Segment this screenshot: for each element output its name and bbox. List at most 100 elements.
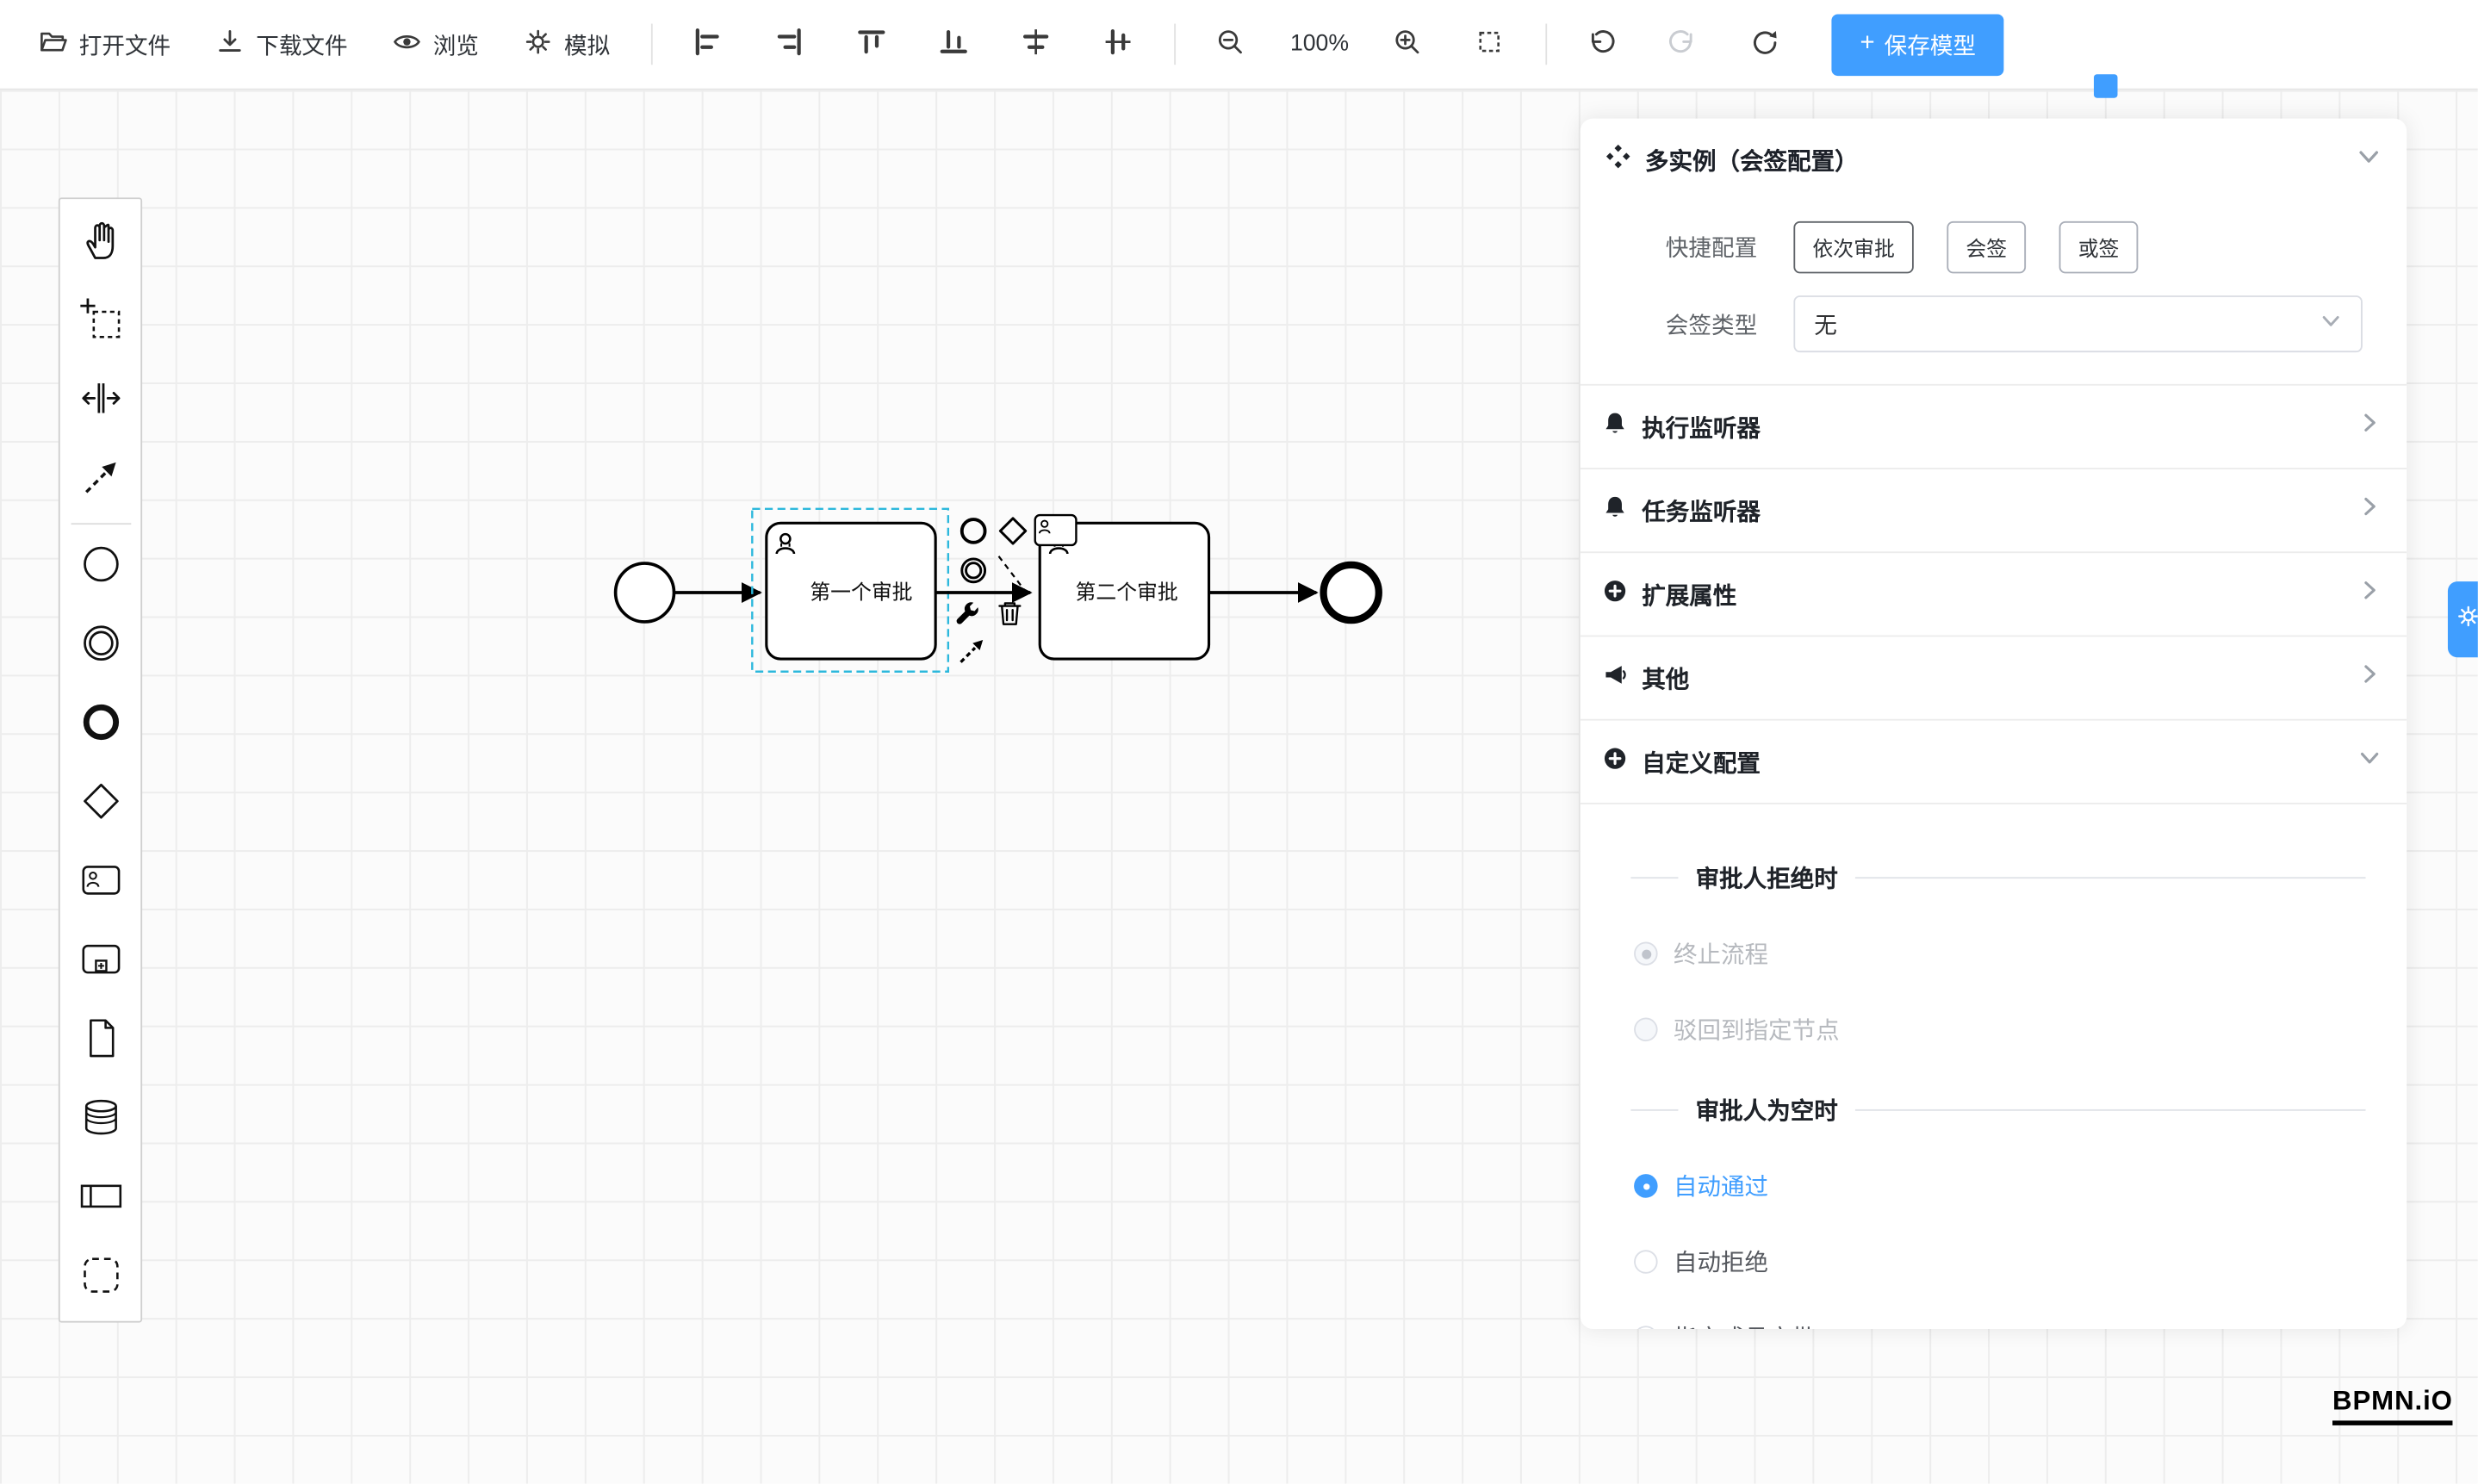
global-connect-tool[interactable]	[64, 441, 136, 520]
create-end-event[interactable]	[64, 686, 136, 765]
user-task-icon	[775, 532, 796, 555]
row-task-listener[interactable]: 任务监听器	[1580, 468, 2407, 551]
align-center-vertical-icon	[1101, 25, 1134, 63]
folder-open-icon	[38, 26, 68, 62]
align-bottom-button[interactable]	[922, 19, 984, 70]
download-icon	[215, 26, 245, 62]
radio-icon	[1634, 1017, 1658, 1042]
radio-designated-member[interactable]: 指定成员审批	[1630, 1321, 2365, 1329]
align-center-vertical-button[interactable]	[1085, 19, 1148, 70]
sign-type-select[interactable]: 无	[1793, 295, 2363, 353]
hand-icon	[77, 215, 124, 270]
create-user-task[interactable]	[64, 844, 136, 923]
radio-terminate-process[interactable]: 终止流程	[1630, 937, 2365, 971]
align-center-horizontal-icon	[1018, 25, 1052, 63]
row-label: 扩展属性	[1642, 582, 1737, 610]
append-gateway-icon[interactable]	[997, 515, 1029, 551]
task-second-label: 第二个审批	[1076, 581, 1178, 604]
settings-gear-icon	[2456, 603, 2478, 636]
create-intermediate-event[interactable]	[64, 607, 136, 686]
align-top-button[interactable]	[839, 19, 902, 70]
panel-toggle-button[interactable]	[2093, 74, 2118, 98]
quick-option-sequential[interactable]: 依次审批	[1793, 220, 1914, 274]
radio-auto-pass[interactable]: 自动通过	[1630, 1170, 2365, 1203]
eye-icon	[392, 26, 422, 62]
row-execution-listener[interactable]: 执行监听器	[1580, 383, 2407, 468]
quick-option-countersign[interactable]: 会签	[1947, 220, 2027, 274]
plus-circle-icon	[1602, 578, 1627, 612]
align-right-button[interactable]	[757, 19, 820, 70]
quick-config-row: 快捷配置 依次审批 会签 或签	[1581, 220, 2363, 274]
hand-tool[interactable]	[64, 204, 136, 283]
create-call-activity[interactable]	[64, 922, 136, 1002]
append-task-icon[interactable]	[1034, 513, 1078, 551]
multi-instance-icon	[1604, 142, 1632, 178]
align-left-button[interactable]	[674, 19, 737, 70]
zoom-out-button[interactable]	[1198, 19, 1261, 70]
zoom-in-icon	[1391, 27, 1421, 61]
create-data-object[interactable]	[64, 1002, 136, 1081]
redo-button[interactable]	[1651, 19, 1714, 70]
chevron-right-icon	[2357, 411, 2382, 443]
row-label: 其他	[1642, 666, 1690, 693]
lasso-tool[interactable]	[64, 283, 136, 362]
call-activity-icon	[77, 934, 124, 990]
chevron-right-icon	[2357, 579, 2382, 611]
chevron-down-icon[interactable]	[2357, 144, 2382, 177]
panel-header[interactable]: 多实例（会签配置）	[1581, 119, 2407, 200]
trash-icon[interactable]	[996, 599, 1024, 632]
quick-option-orsign[interactable]: 或签	[2059, 220, 2139, 274]
create-participant[interactable]	[64, 1160, 136, 1239]
preview-button[interactable]: 浏览	[382, 16, 488, 71]
fit-viewport-button[interactable]	[1457, 19, 1520, 70]
wrench-icon[interactable]	[953, 599, 981, 632]
palette	[58, 197, 143, 1323]
task-first[interactable]: 第一个审批	[765, 521, 937, 661]
row-custom-config[interactable]: 自定义配置	[1580, 718, 2407, 803]
space-tool[interactable]	[64, 362, 136, 441]
connect-arrow-icon[interactable]	[956, 636, 988, 672]
end-event[interactable]	[1320, 561, 1382, 624]
gear-icon	[523, 26, 553, 62]
panel-title: 多实例（会签配置）	[1644, 148, 1859, 176]
settings-tab[interactable]	[2447, 581, 2478, 658]
undo-button[interactable]	[1569, 19, 1632, 70]
zoom-out-icon	[1214, 27, 1245, 61]
create-gateway[interactable]	[64, 765, 136, 844]
refresh-icon	[1749, 26, 1781, 62]
empty-section-title: 审批人为空时	[1695, 1098, 1838, 1126]
row-other[interactable]: 其他	[1580, 635, 2407, 719]
toolbar-separator	[1174, 23, 1177, 65]
align-left-icon	[690, 25, 724, 63]
row-label: 任务监听器	[1642, 498, 1761, 526]
row-extended-properties[interactable]: 扩展属性	[1580, 551, 2407, 635]
participant-icon	[77, 1171, 124, 1226]
lasso-icon	[77, 295, 124, 350]
radio-return-to-node[interactable]: 驳回到指定节点	[1630, 1013, 2365, 1046]
sign-type-row: 会签类型 无	[1581, 295, 2363, 353]
chevron-right-icon	[2357, 494, 2382, 526]
open-file-button[interactable]: 打开文件	[28, 16, 180, 71]
create-start-event[interactable]	[64, 528, 136, 607]
refresh-button[interactable]	[1734, 19, 1797, 70]
save-model-label: 保存模型	[1884, 34, 1977, 59]
save-model-button[interactable]: + 保存模型	[1831, 13, 2005, 76]
align-center-horizontal-button[interactable]	[1003, 19, 1066, 70]
create-group[interactable]	[64, 1239, 136, 1318]
bpmn-io-logo[interactable]: BPMN.iO	[2332, 1386, 2453, 1425]
download-file-button[interactable]: 下载文件	[206, 16, 357, 71]
create-data-store[interactable]	[64, 1081, 136, 1160]
start-event[interactable]	[613, 562, 676, 624]
simulate-button[interactable]: 模拟	[513, 16, 619, 71]
panel-sections: 执行监听器 任务监听器 扩展属性 其他 自定义配置	[1580, 383, 2407, 803]
toolbar-separator	[1545, 23, 1548, 65]
group-icon	[77, 1251, 124, 1306]
fit-viewport-icon	[1474, 27, 1504, 61]
task-second[interactable]: 第二个审批	[1038, 521, 1211, 661]
radio-auto-reject[interactable]: 自动拒绝	[1630, 1245, 2365, 1279]
append-end-event-icon[interactable]	[958, 515, 990, 551]
sign-type-value: 无	[1814, 314, 1837, 339]
append-intermediate-event-icon[interactable]	[958, 555, 990, 591]
radio-icon	[1634, 1250, 1658, 1274]
zoom-in-button[interactable]	[1375, 19, 1438, 70]
